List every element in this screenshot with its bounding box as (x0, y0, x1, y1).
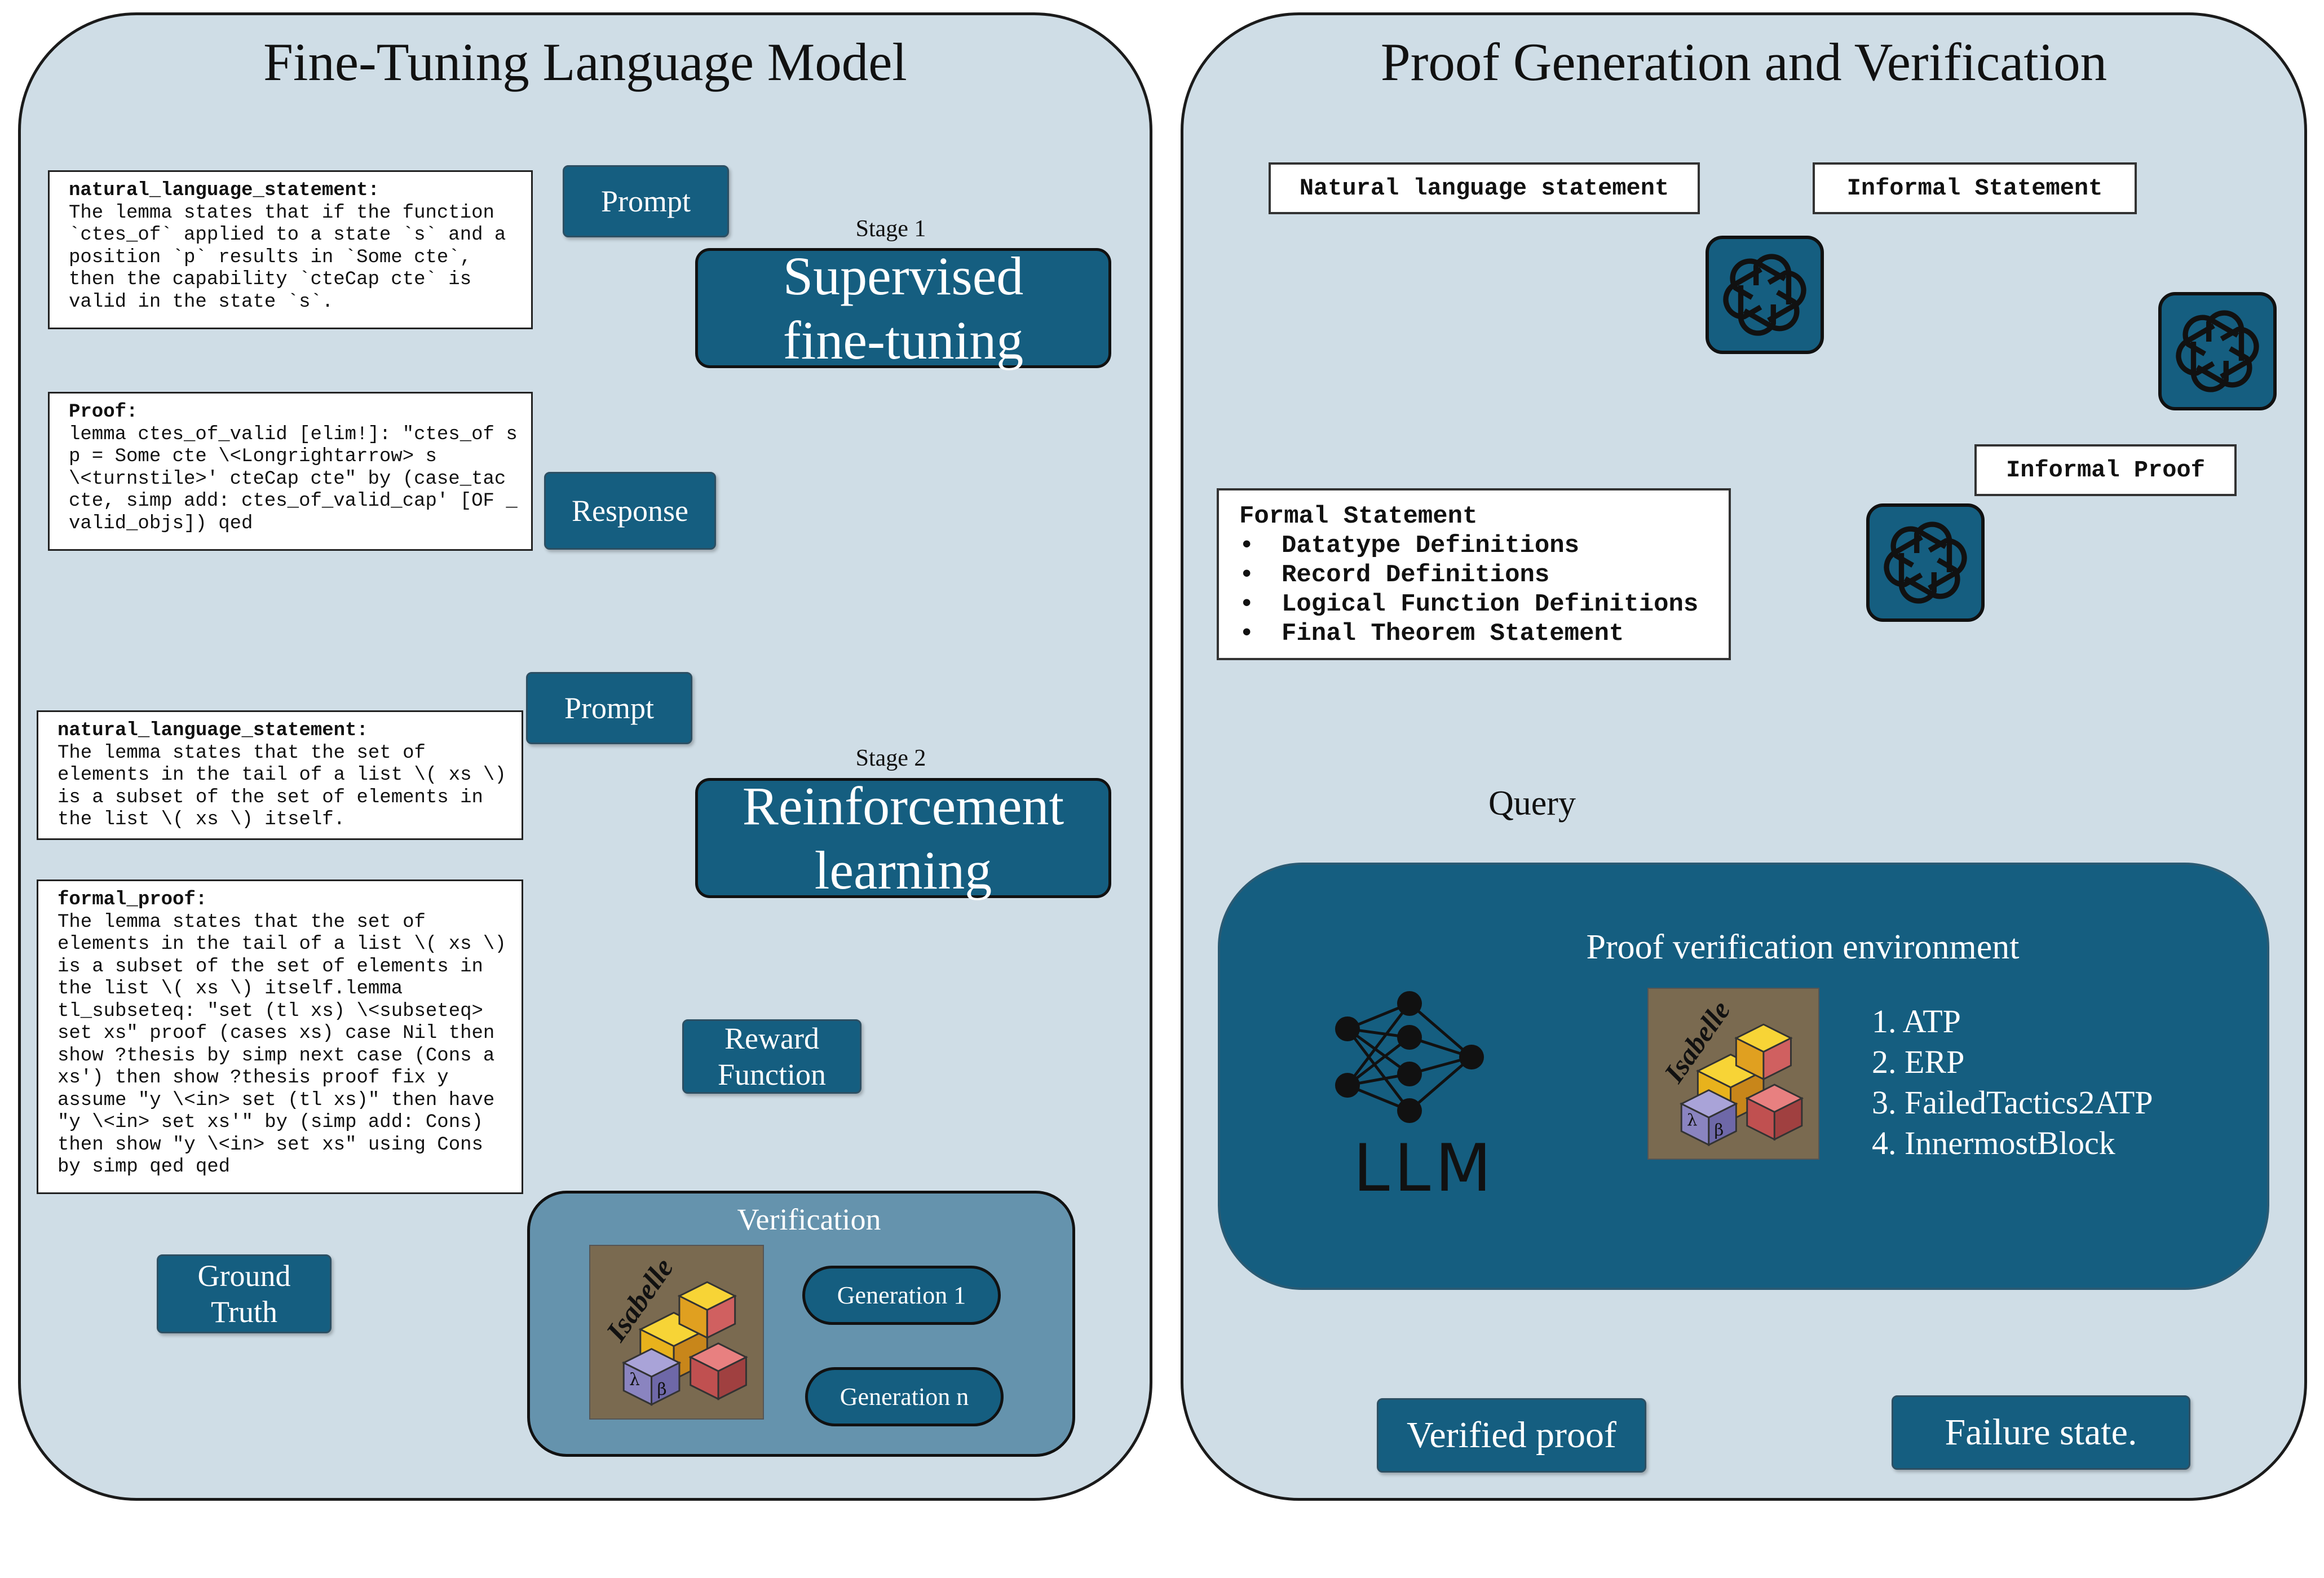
reward-function-label: Reward Function (682, 1019, 861, 1094)
formal-statement-box: Formal Statement Datatype Definitions Re… (1217, 488, 1731, 660)
informal-statement-box: Informal Statement (1813, 162, 2137, 214)
verification-method: 1. ATP (1872, 1003, 1961, 1040)
stage2-formal-proof-box: formal_proof: The lemma states that the … (37, 879, 523, 1194)
environment-title: Proof verification environment (1586, 928, 2020, 966)
ground-truth-label: Ground Truth (157, 1254, 332, 1333)
verified-proof-box: Verified proof (1377, 1398, 1646, 1473)
code-heading: formal_proof: (58, 889, 207, 910)
openai-logo-icon (2158, 292, 2277, 410)
code-text: The lemma states that the set of element… (58, 742, 506, 831)
openai-logo-glyph (1877, 515, 1973, 611)
formal-statement-item: Logical Function Definitions (1239, 590, 1708, 619)
openai-logo-glyph (1717, 247, 1813, 343)
openai-logo-icon (1866, 503, 1985, 622)
stage1-label: Stage 1 (855, 216, 926, 242)
query-label: Query (1488, 784, 1576, 823)
verification-method: 2. ERP (1872, 1044, 1965, 1080)
code-text: The lemma states that the set of element… (58, 911, 506, 1178)
svg-text:β: β (1715, 1120, 1724, 1139)
code-heading: natural_language_statement: (69, 180, 379, 201)
stage2-statement-box: natural_language_statement: The lemma st… (37, 710, 523, 840)
neural-network-icon (1335, 991, 1484, 1123)
verification-method: 4. InnermostBlock (1872, 1125, 2115, 1161)
right-panel-title: Proof Generation and Verification (1380, 32, 2107, 92)
verification-title: Verification (737, 1203, 881, 1236)
generation-n-pill: Generation n (805, 1367, 1004, 1426)
formal-statement-item: Final Theorem Statement (1239, 619, 1708, 648)
verification-method: 3. FailedTactics2ATP (1872, 1084, 2153, 1121)
formal-statement-list: Datatype Definitions Record Definitions … (1239, 531, 1708, 648)
left-panel-title: Fine-Tuning Language Model (263, 32, 907, 92)
stage2-label: Stage 2 (855, 745, 926, 771)
verification-methods-list: 1. ATP 2. ERP 3. FailedTactics2ATP 4. In… (1872, 1001, 2153, 1164)
failure-state-box: Failure state. (1892, 1395, 2190, 1470)
informal-proof-box: Informal Proof (1974, 444, 2237, 496)
supervised-fine-tuning-box: Supervised fine-tuning (695, 246, 1111, 370)
stage1-prompt-label: Prompt (563, 165, 729, 237)
svg-text:λ: λ (1687, 1111, 1697, 1130)
isabelle-logo-icon: Isabelle λ β (589, 1245, 764, 1420)
formal-statement-item: Record Definitions (1239, 560, 1708, 590)
code-heading: Proof: (69, 401, 138, 423)
openai-logo-icon (1706, 236, 1824, 354)
isabelle-logo-icon: Isabelle λ β (1647, 988, 1819, 1160)
code-text: The lemma states that if the function `c… (69, 202, 506, 313)
code-text: lemma ctes_of_valid [elim!]: "ctes_of s … (69, 423, 518, 534)
llm-label: LLM (1353, 1130, 1496, 1206)
formal-statement-heading: Formal Statement (1239, 502, 1478, 531)
svg-text:λ: λ (629, 1370, 640, 1389)
formal-statement-item: Datatype Definitions (1239, 531, 1708, 560)
stage1-proof-box: Proof: lemma ctes_of_valid [elim!]: "cte… (48, 392, 533, 551)
stage1-statement-box: natural_language_statement: The lemma st… (48, 170, 533, 329)
code-heading: natural_language_statement: (58, 720, 368, 741)
stage1-response-label: Response (544, 472, 716, 550)
svg-text:β: β (657, 1380, 666, 1399)
reinforcement-learning-box: Reinforcement learning (695, 776, 1111, 900)
natural-language-statement-box: Natural language statement (1269, 162, 1700, 214)
openai-logo-glyph (2170, 303, 2265, 399)
stage2-prompt-label: Prompt (526, 672, 692, 744)
generation-1-pill: Generation 1 (802, 1266, 1001, 1325)
